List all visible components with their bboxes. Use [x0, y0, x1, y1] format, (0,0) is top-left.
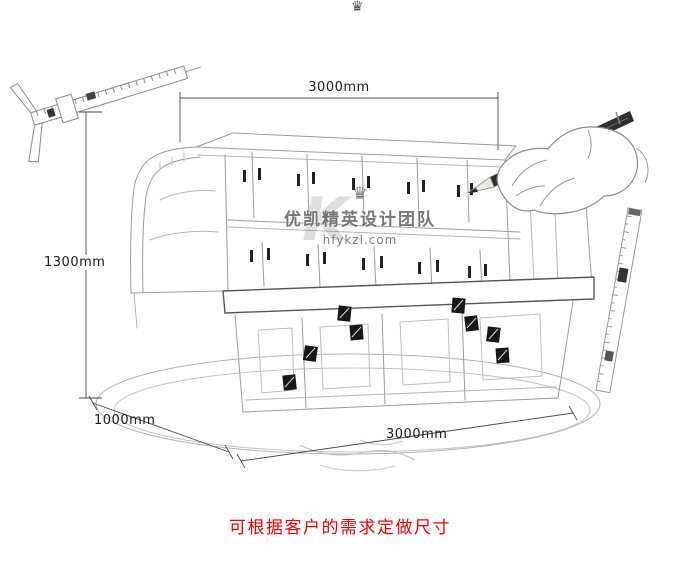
vernier-caliper-sketch	[9, 65, 201, 163]
door-handle-squares	[282, 297, 510, 391]
hand-with-pencil-sketch	[467, 111, 649, 215]
dimension-label-top-width: 3000mm	[308, 80, 370, 95]
compartment-tag-marks	[243, 168, 487, 278]
hand-outline	[496, 126, 639, 215]
display-cabinet-sketch	[130, 132, 593, 413]
crown-icon: ♛	[351, 0, 364, 15]
dimension-label-depth: 1000mm	[94, 413, 156, 428]
floor-ellipse-sketch	[95, 353, 601, 472]
dimension-label-bottom-width: 3000mm	[386, 427, 448, 442]
shelf-band-sketch	[222, 276, 595, 314]
steel-ruler-sketch	[595, 207, 643, 394]
customization-note: 可根据客户的需求定做尺寸	[229, 518, 451, 538]
dimension-label-height: 1300mm	[42, 255, 108, 270]
